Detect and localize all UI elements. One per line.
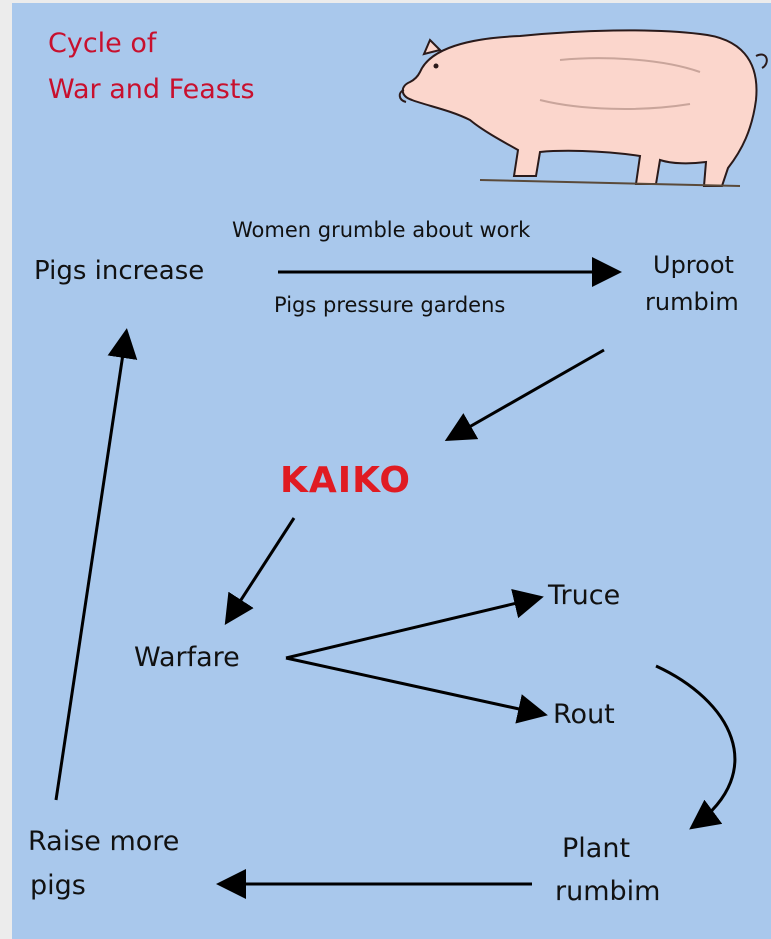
pig-illustration <box>400 30 767 186</box>
node-plant-line-2: rumbim <box>555 876 660 907</box>
node-plant-line-1: Plant <box>562 833 630 864</box>
node-raise-line-1: Raise more <box>28 826 179 857</box>
arrow-raise-to-pigs <box>56 334 126 800</box>
node-uproot-line-2: rumbim <box>645 288 739 316</box>
arrow-kaiko-to-warfare <box>228 518 294 620</box>
arrow-rout-to-plant <box>656 666 735 826</box>
edge-label-women-grumble: Women grumble about work <box>232 218 530 242</box>
edge-label-pigs-pressure: Pigs pressure gardens <box>274 293 505 317</box>
node-raise-line-2: pigs <box>30 870 86 901</box>
node-kaiko: KAIKO <box>280 460 411 501</box>
arrow-uproot-to-kaiko <box>450 350 604 438</box>
node-pigs-increase: Pigs increase <box>34 256 204 286</box>
node-rout: Rout <box>553 699 615 730</box>
arrow-warfare-to-truce <box>286 598 538 658</box>
node-warfare: Warfare <box>134 642 240 673</box>
node-truce: Truce <box>548 580 620 611</box>
arrow-warfare-to-rout <box>286 658 542 714</box>
node-uproot-line-1: Uproot <box>653 251 734 279</box>
title-line-1: Cycle of <box>48 28 156 59</box>
title-line-2: War and Feasts <box>48 74 255 105</box>
